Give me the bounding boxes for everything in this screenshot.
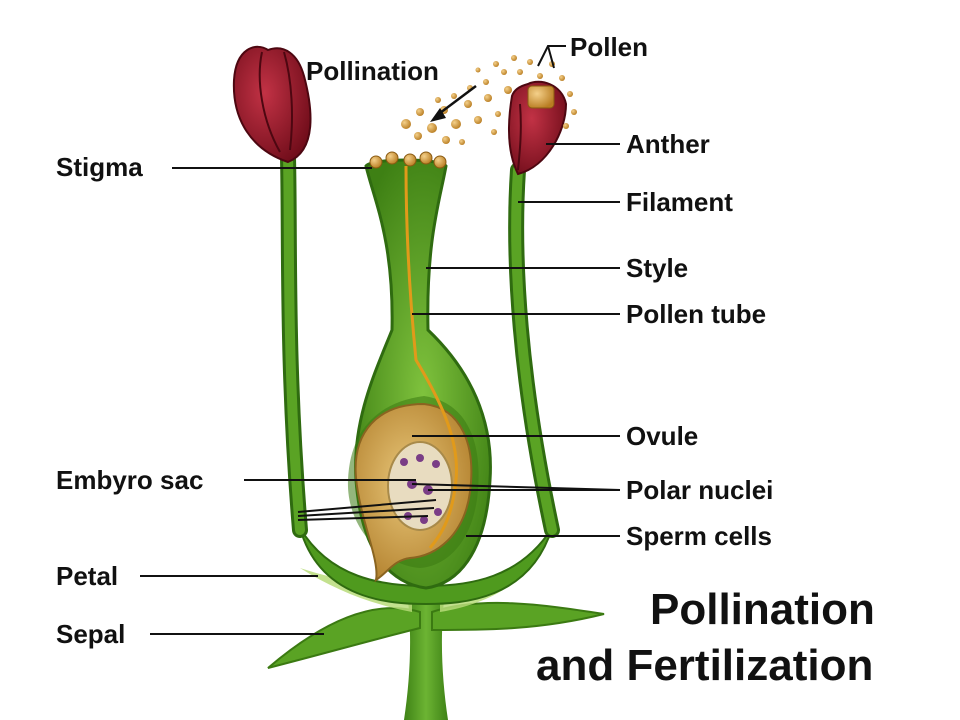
pollination-arrow xyxy=(430,85,477,122)
label-sperm-cells: Sperm cells xyxy=(626,521,772,551)
sepal-left xyxy=(267,607,421,669)
anther-left xyxy=(232,45,312,164)
label-anther: Anther xyxy=(626,129,710,159)
label-filament: Filament xyxy=(626,187,733,217)
label-sepal: Sepal xyxy=(56,619,126,649)
label-stigma: Stigma xyxy=(56,152,143,182)
label-style: Style xyxy=(626,253,689,283)
title-line-1: Pollination xyxy=(650,585,875,634)
pollen-tube xyxy=(404,165,459,549)
stigma-pollen-grains xyxy=(369,151,447,169)
label-pollen-tube: Pollen tube xyxy=(626,299,767,329)
nuclei xyxy=(400,454,442,524)
label-pollen: Pollen xyxy=(570,32,649,62)
leader-lines xyxy=(140,45,621,635)
label-petal: Petal xyxy=(56,561,119,591)
label-embryo-sac: Embyro sac xyxy=(56,465,204,495)
title-line-2: and Fertilization xyxy=(536,641,874,690)
label-ovule: Ovule xyxy=(626,421,699,451)
sepal-right xyxy=(431,601,605,632)
scattered-pollen xyxy=(401,55,577,145)
label-pollination: Pollination xyxy=(306,56,439,86)
label-polar-nuclei: Polar nuclei xyxy=(626,475,774,505)
anther-right xyxy=(507,80,568,176)
